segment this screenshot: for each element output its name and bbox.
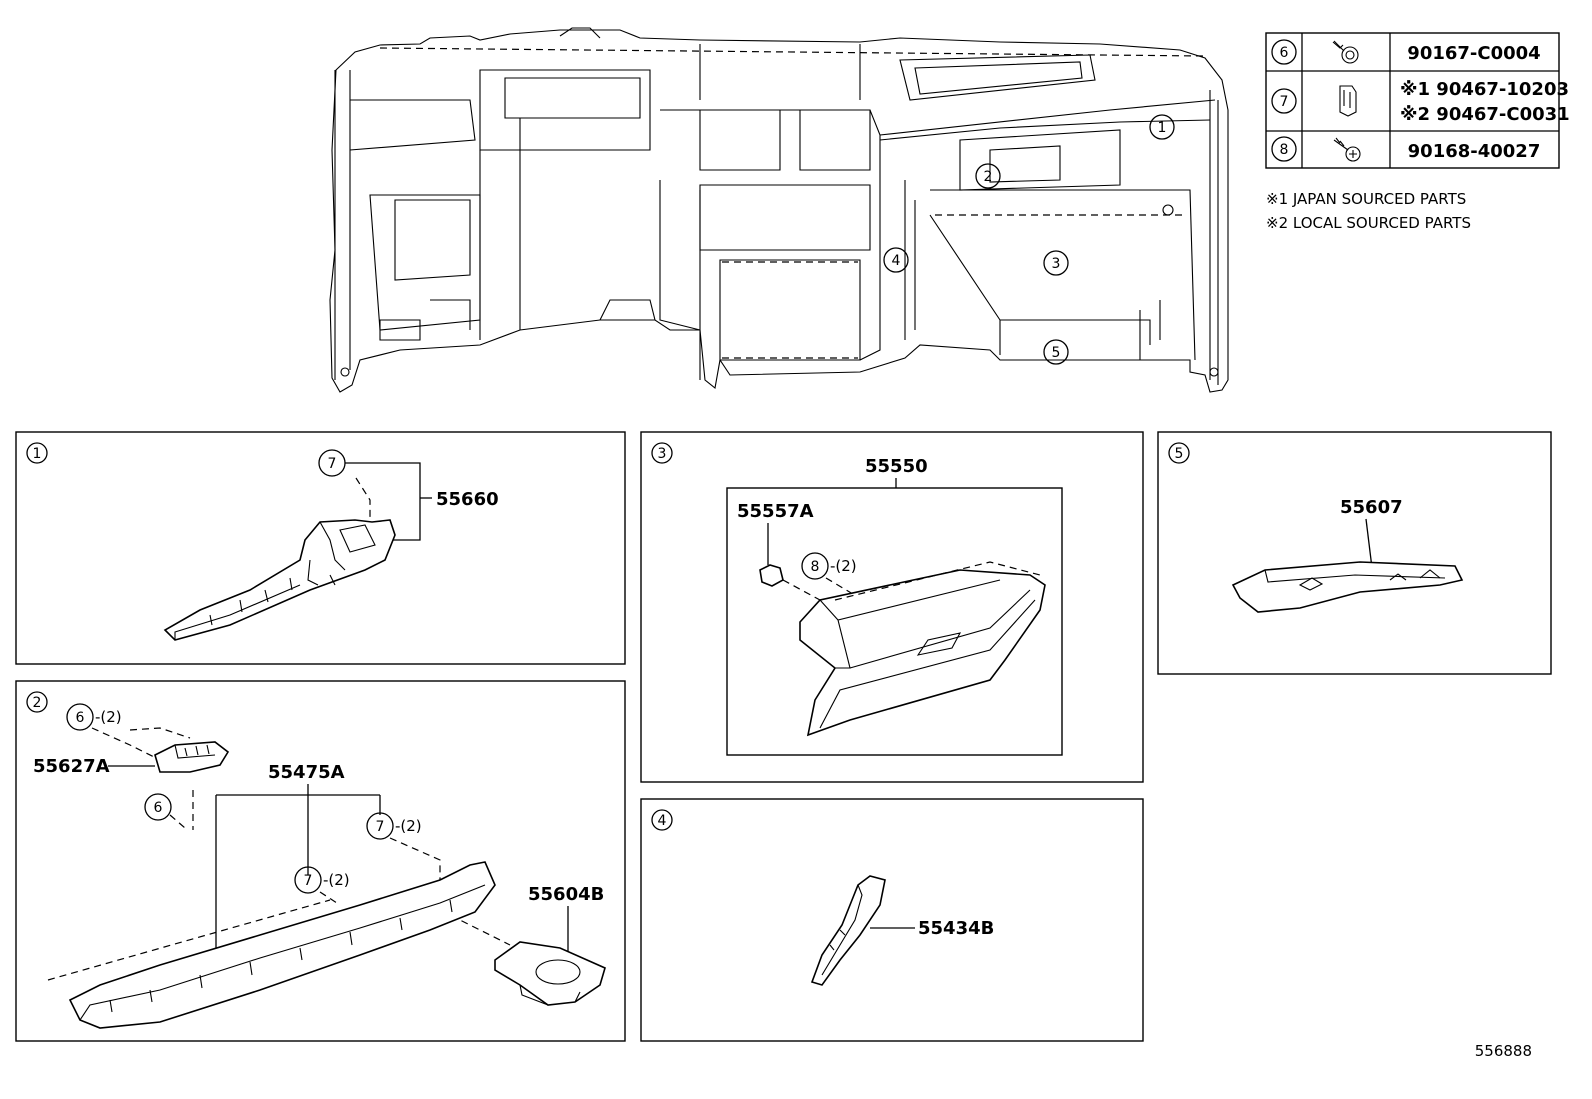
svg-text:6: 6: [1280, 45, 1289, 61]
legend-row-8: 8 90168-40027: [1271, 136, 1541, 162]
svg-text:2: 2: [984, 169, 993, 185]
svg-text:7: 7: [376, 819, 385, 835]
legend-part-number-local: ※2 90467-C0031: [1400, 104, 1570, 125]
svg-text:6: 6: [154, 800, 163, 816]
glove-box-damper-part[interactable]: [759, 564, 784, 587]
part-number-55627A: 55627A: [33, 756, 110, 777]
lower-center-panel-part[interactable]: [68, 861, 496, 1029]
panel-ref-3: 3: [651, 442, 673, 464]
bolt-icon: [1332, 40, 1359, 64]
side-trim-part[interactable]: [810, 875, 886, 986]
panel-5-under-cover: 5 55607: [1157, 431, 1552, 675]
qty-label: -(2): [830, 557, 857, 575]
svg-text:7: 7: [304, 873, 313, 889]
legend-part-number-japan: ※1 90467-10203: [1400, 79, 1569, 100]
overview-callout-3[interactable]: 3: [1043, 250, 1069, 276]
panel-ref-1: 1: [26, 442, 48, 464]
panel-ref-2: 2: [26, 691, 48, 713]
switch-base-part[interactable]: [154, 741, 230, 773]
svg-text:4: 4: [658, 813, 667, 829]
overview-callout-4[interactable]: 4: [883, 247, 909, 273]
overview-callout-2[interactable]: 2: [975, 163, 1001, 189]
svg-text:5: 5: [1052, 345, 1061, 361]
part-number-55434B: 55434B: [918, 918, 994, 939]
panel-4-side-trim: 4 55434B: [640, 798, 1144, 1042]
instrument-panel-overview: [329, 27, 1229, 393]
svg-text:7: 7: [1280, 94, 1289, 110]
part-number-55475A: 55475A: [268, 762, 345, 783]
drawing-number: 556888: [1475, 1042, 1532, 1060]
under-cover-part[interactable]: [1231, 561, 1464, 613]
svg-text:1: 1: [1158, 120, 1167, 136]
callout-bolt-6-bottom[interactable]: 6: [144, 793, 172, 821]
panel-1-passenger-register: 1 7 55660: [15, 431, 626, 665]
svg-text:7: 7: [328, 456, 337, 472]
svg-text:2: 2: [33, 695, 42, 711]
legend-part-number: 90167-C0004: [1407, 43, 1540, 64]
panel-ref-5: 5: [1168, 442, 1190, 464]
svg-text:1: 1: [33, 446, 42, 462]
part-number-55550: 55550: [865, 456, 928, 477]
part-number-55557A: 55557A: [737, 501, 814, 522]
svg-text:5: 5: [1175, 446, 1184, 462]
part-number-55607: 55607: [1340, 497, 1403, 518]
callout-clip-7[interactable]: 7: [318, 449, 346, 477]
legend-row-7: 7 ※1 90467-10203 ※2 90467-C0031: [1271, 79, 1570, 125]
register-panel-part[interactable]: [163, 519, 396, 641]
overview-callouts: 1 2 3 4 5: [883, 114, 1175, 365]
note-local-sourced: ※2 LOCAL SOURCED PARTS: [1266, 214, 1471, 232]
screw-icon: [1333, 137, 1361, 162]
qty-label: -(2): [323, 871, 350, 889]
callout-bolt-6-top[interactable]: 6: [66, 703, 94, 731]
panel-ref-4: 4: [651, 809, 673, 831]
qty-label: -(2): [95, 708, 122, 726]
legend-notes: ※1 JAPAN SOURCED PARTS ※2 LOCAL SOURCED …: [1266, 190, 1471, 232]
qty-label: -(2): [395, 817, 422, 835]
panel-3-glove-box: 3 55550 55557A 8 -(2): [640, 431, 1144, 783]
callout-clip-7-right[interactable]: 7: [366, 812, 394, 840]
legend-part-number: 90168-40027: [1408, 141, 1541, 162]
svg-text:6: 6: [76, 710, 85, 726]
legend-row-6: 6 90167-C0004: [1271, 39, 1541, 65]
glove-box-door-part[interactable]: [799, 561, 1046, 737]
part-number-55604B: 55604B: [528, 884, 604, 905]
svg-text:4: 4: [892, 253, 901, 269]
panel-2-lower-center-panel: 2 6 -(2) 55627A 6 55475A 7 -(2) 7: [15, 680, 626, 1042]
clip-icon: [1339, 85, 1357, 117]
svg-text:3: 3: [1052, 256, 1061, 272]
cup-holder-part[interactable]: [494, 941, 606, 1006]
note-japan-sourced: ※1 JAPAN SOURCED PARTS: [1266, 190, 1466, 208]
callout-screw-8[interactable]: 8: [801, 552, 829, 580]
fastener-legend-table: 6 90167-C0004 7 ※1 90467-10203 ※2 90467-…: [1265, 32, 1570, 169]
overview-callout-1[interactable]: 1: [1149, 114, 1175, 140]
svg-text:8: 8: [811, 559, 820, 575]
callout-clip-7-left[interactable]: 7: [294, 866, 322, 894]
svg-text:3: 3: [658, 446, 667, 462]
overview-callout-5[interactable]: 5: [1043, 339, 1069, 365]
part-number-55660: 55660: [436, 489, 499, 510]
svg-text:8: 8: [1280, 142, 1289, 158]
